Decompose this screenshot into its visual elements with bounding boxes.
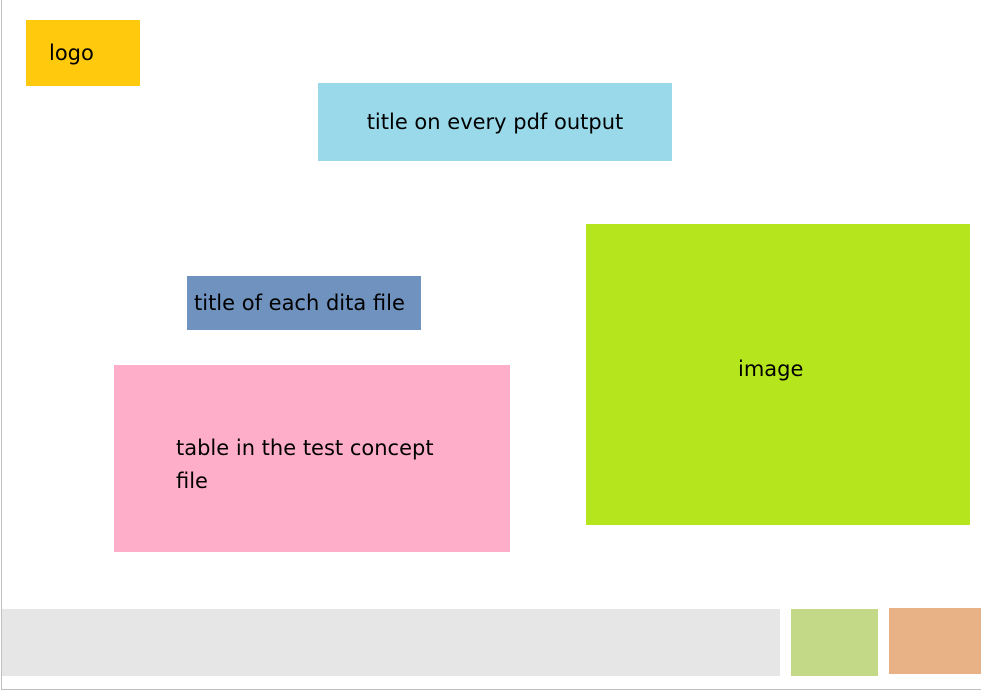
- logo-label: logo: [49, 41, 94, 65]
- frame-bottom-border: [1, 689, 981, 690]
- pdf-title-label: title on every pdf output: [366, 109, 624, 134]
- table-block: table in the test concept file: [114, 365, 510, 552]
- dita-title-block: title of each dita file: [187, 276, 421, 330]
- pdf-title-block: title on every pdf output: [318, 83, 672, 161]
- footer-bar: [2, 609, 780, 676]
- image-block: image: [586, 224, 970, 525]
- image-label: image: [738, 357, 804, 381]
- footer-square-orange: [889, 608, 981, 674]
- logo-block: logo: [26, 20, 140, 86]
- dita-title-label: title of each dita file: [194, 290, 405, 315]
- table-label: table in the test concept file: [176, 436, 434, 493]
- footer-square-green: [791, 609, 878, 676]
- frame-left-border: [1, 0, 2, 690]
